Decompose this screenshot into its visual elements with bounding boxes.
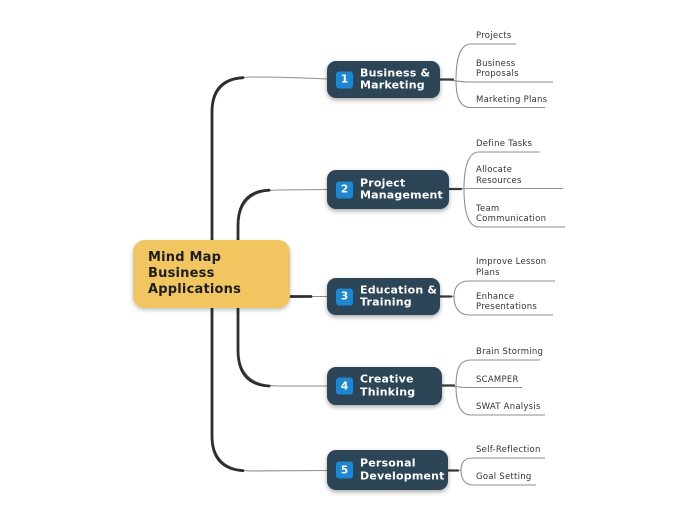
- branch-node-label: Project Management: [360, 176, 443, 202]
- branch-node-creative-thinking[interactable]: 4 Creative Thinking: [327, 367, 442, 405]
- leaf-node-swat-analysis[interactable]: SWAT Analysis: [476, 402, 541, 412]
- connector-trunk-5-bold: [210, 304, 245, 473]
- connector-leaf-1-0: [455, 43, 516, 80]
- branch-node-personal-development[interactable]: 5 Personal Development: [327, 450, 448, 490]
- connector-leaf-3-0: [453, 280, 555, 297]
- connector-leaf-2-1: [448, 187, 563, 190]
- connector-leaf-4-0: [455, 359, 540, 386]
- leaf-node-define-tasks[interactable]: Define Tasks: [476, 139, 533, 149]
- leaf-node-improve-lesson-plans[interactable]: Improve Lesson Plans: [476, 257, 547, 278]
- branch-node-label: Creative Thinking: [360, 372, 416, 398]
- branch-number-badge: 3: [336, 288, 353, 305]
- connector-leaf-2-2: [463, 188, 565, 228]
- connector-trunk-4-bold: [236, 304, 271, 388]
- root-node[interactable]: Mind Map Business Applications: [133, 240, 290, 308]
- branch-number-badge: 1: [336, 71, 353, 88]
- root-node-label: Mind Map Business Applications: [148, 250, 242, 297]
- leaf-node-business-proposals[interactable]: Business Proposals: [476, 58, 519, 80]
- branch-node-business-marketing[interactable]: 1 Business & Marketing: [327, 61, 440, 98]
- connector-leaf-1-2: [455, 79, 545, 109]
- branch-number-badge: 5: [336, 461, 353, 479]
- connector-leaf-2-0: [463, 151, 540, 190]
- leaf-node-marketing-plans[interactable]: Marketing Plans: [476, 94, 548, 105]
- branch-number-badge: 2: [336, 181, 353, 198]
- branch-node-label: Education & Training: [360, 283, 438, 309]
- leaf-node-team-communication[interactable]: Team Communication: [476, 203, 547, 225]
- leaf-node-self-reflection[interactable]: Self-Reflection: [476, 445, 541, 455]
- connector-trunk-2-bold: [236, 188, 271, 244]
- connector-trunk-1-bold: [210, 76, 245, 244]
- leaf-node-enhance-presentations[interactable]: Enhance Presentations: [476, 291, 538, 313]
- connector-leaf-3-1: [453, 296, 553, 316]
- branch-node-project-management[interactable]: 2 Project Management: [327, 170, 449, 209]
- connector-leaf-4-2: [455, 385, 545, 416]
- branch-number-badge: 4: [336, 377, 353, 395]
- connector-leaf-1-1: [439, 78, 553, 83]
- connector-leaf-5-0: [460, 457, 545, 471]
- leaf-node-allocate-resources[interactable]: Allocate Resources: [476, 165, 522, 186]
- leaf-node-projects[interactable]: Projects: [476, 31, 512, 41]
- branch-node-label: Business & Marketing: [360, 66, 431, 92]
- leaf-node-goal-setting[interactable]: Goal Setting: [476, 472, 532, 482]
- branch-node-education-training[interactable]: 3 Education & Training: [327, 278, 440, 315]
- leaf-node-brain-storming[interactable]: Brain Storming: [476, 347, 544, 357]
- connector-leaf-5-1: [460, 470, 536, 486]
- leaf-node-scamper[interactable]: SCAMPER: [476, 374, 519, 385]
- branch-node-label: Personal Development: [360, 456, 445, 482]
